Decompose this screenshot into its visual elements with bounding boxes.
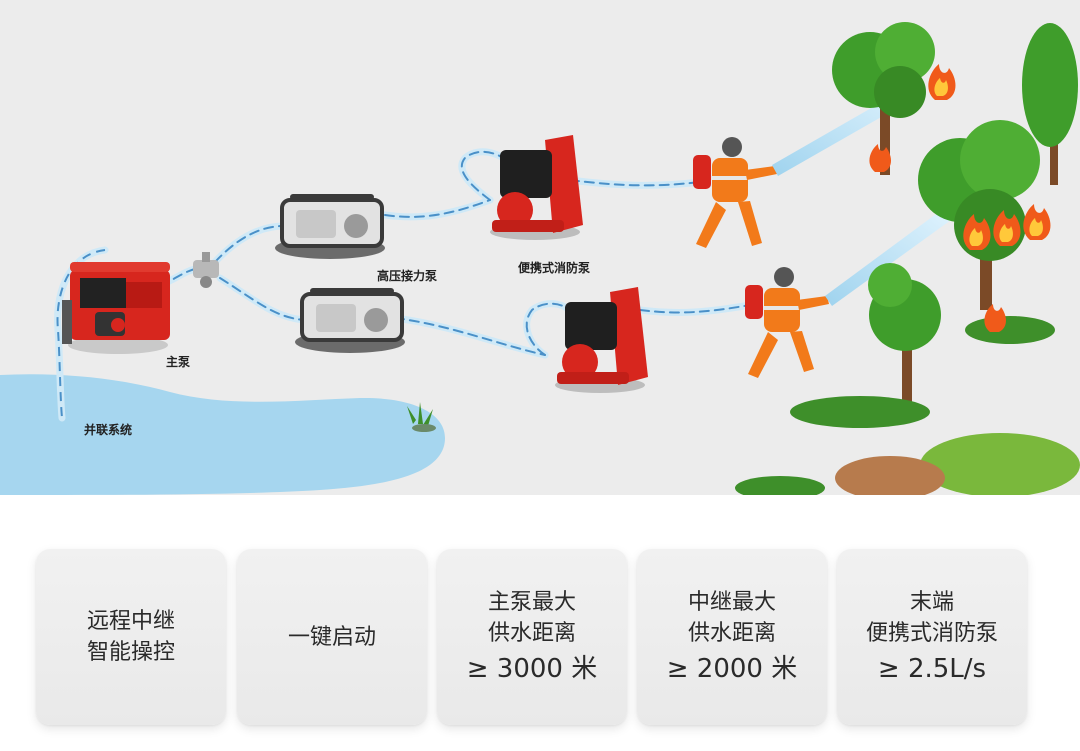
water-source-lake	[0, 374, 445, 495]
label-high-pressure-relay-pump: 高压接力泵	[377, 269, 438, 283]
portable-pump-bottom	[555, 287, 648, 393]
card-text: 便携式消防泵	[865, 621, 998, 646]
splitter-valve	[193, 252, 219, 288]
illustration-scene: 主泵 并联系统 高压接力泵 便携式消防泵	[0, 0, 1080, 495]
card-text: 智能操控	[86, 640, 175, 665]
card-text: 主泵最大	[487, 590, 576, 615]
card-text: 中继最大	[687, 590, 776, 615]
forest	[735, 22, 1080, 495]
label-portable-fire-pump: 便携式消防泵	[518, 261, 591, 275]
card-text: 末端	[909, 590, 954, 615]
card-text: 供水距离	[487, 621, 576, 646]
feature-card-one-key-start: 一键启动	[237, 549, 427, 725]
card-text: 供水距离	[687, 621, 776, 646]
card-value: ≥ 3000 米	[466, 654, 598, 684]
relay-pump-top	[275, 194, 385, 259]
card-value: ≥ 2.5L/s	[877, 654, 987, 684]
feature-card-portable-pump-flow: 末端 便携式消防泵 ≥ 2.5L/s	[837, 549, 1027, 725]
water-relay-diagram	[0, 22, 1080, 495]
portable-pump-top	[490, 135, 583, 240]
card-text: 一键启动	[287, 624, 376, 650]
feature-card-remote-control: 远程中继 智能操控	[36, 549, 226, 725]
fire-flames-inner	[934, 78, 1043, 246]
label-main-pump: 主泵	[166, 355, 191, 369]
relay-hoses	[156, 148, 754, 359]
firefighter-bottom	[745, 200, 962, 378]
card-value: ≥ 2000 米	[666, 654, 798, 684]
main-pump	[62, 262, 170, 354]
feature-card-relay-distance: 中继最大 供水距离 ≥ 2000 米	[637, 549, 827, 725]
grass-tuft	[407, 402, 436, 432]
feature-card-main-pump-distance: 主泵最大 供水距离 ≥ 3000 米	[437, 549, 627, 725]
relay-pump-bottom	[295, 288, 405, 353]
label-parallel-system: 并联系统	[84, 423, 133, 437]
card-text: 远程中继	[86, 609, 175, 634]
feature-cards: 远程中继 智能操控 一键启动 主泵最大 供水距离 ≥ 3000 米 中继最大 供…	[0, 495, 1080, 751]
